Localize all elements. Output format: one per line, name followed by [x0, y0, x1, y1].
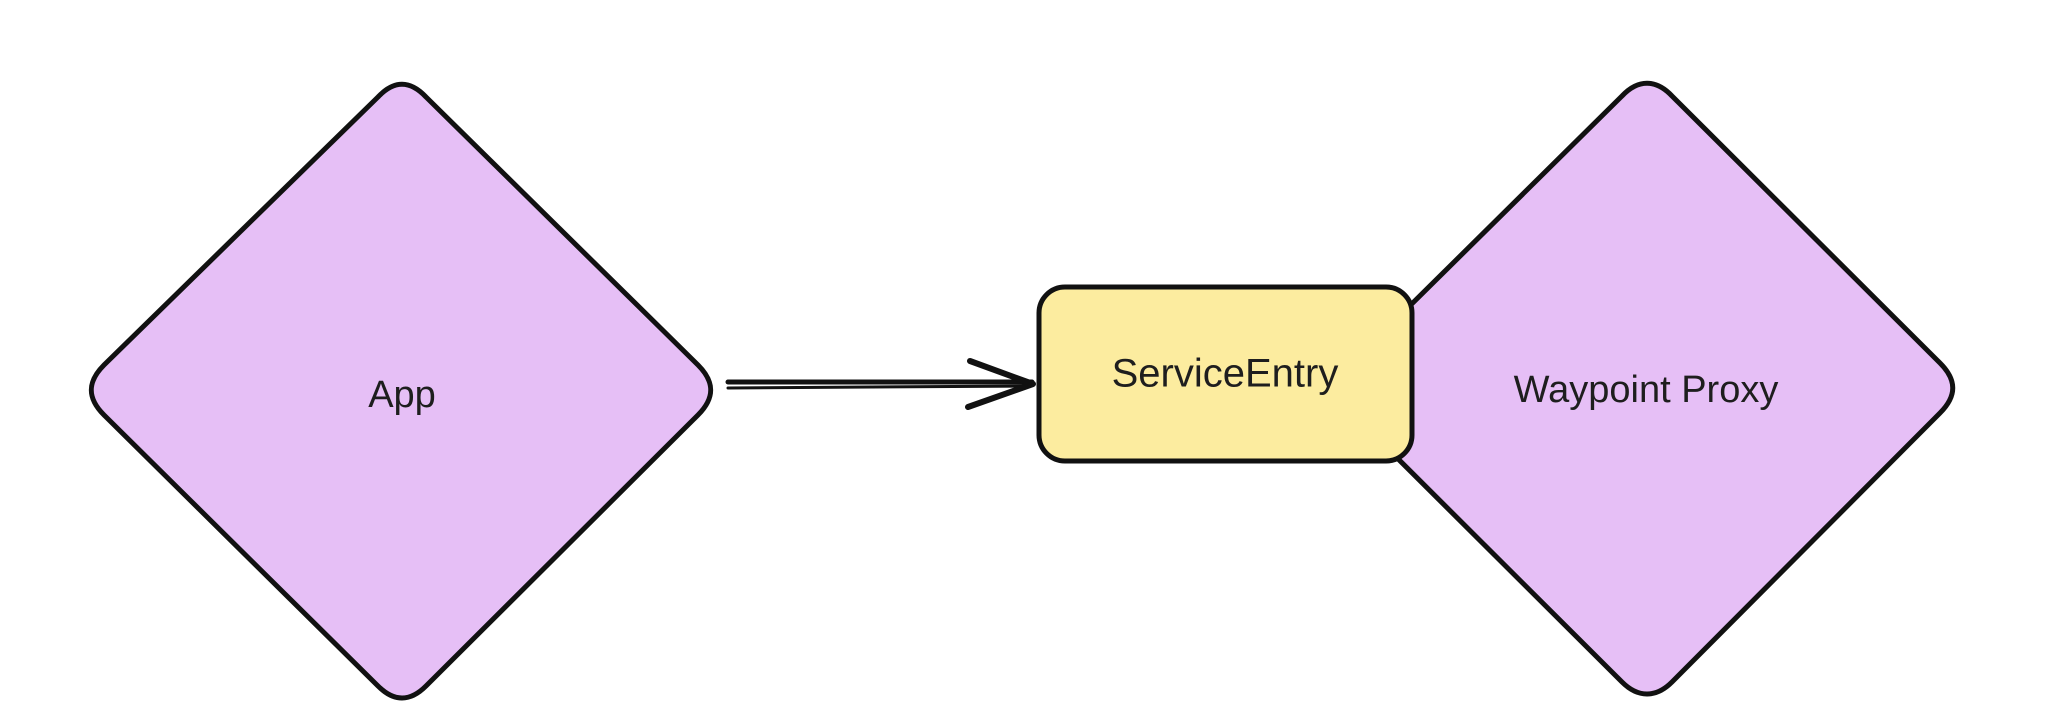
arrowhead	[965, 358, 1036, 410]
service-entry-rect-shape	[1036, 284, 1415, 464]
app-diamond-shape	[88, 81, 714, 701]
service-entry-label: ServiceEntry	[1112, 352, 1339, 396]
arrow-shaft-double	[726, 384, 1032, 390]
waypoint-proxy-label: Waypoint Proxy	[1514, 369, 1779, 411]
edge-app-to-service-entry	[725, 358, 1036, 410]
app-label: App	[368, 374, 436, 416]
waypoint-proxy-node[interactable]: Waypoint Proxy	[1336, 80, 1956, 697]
service-entry-node[interactable]: ServiceEntry	[1036, 284, 1415, 464]
app-node[interactable]: App	[88, 81, 714, 701]
